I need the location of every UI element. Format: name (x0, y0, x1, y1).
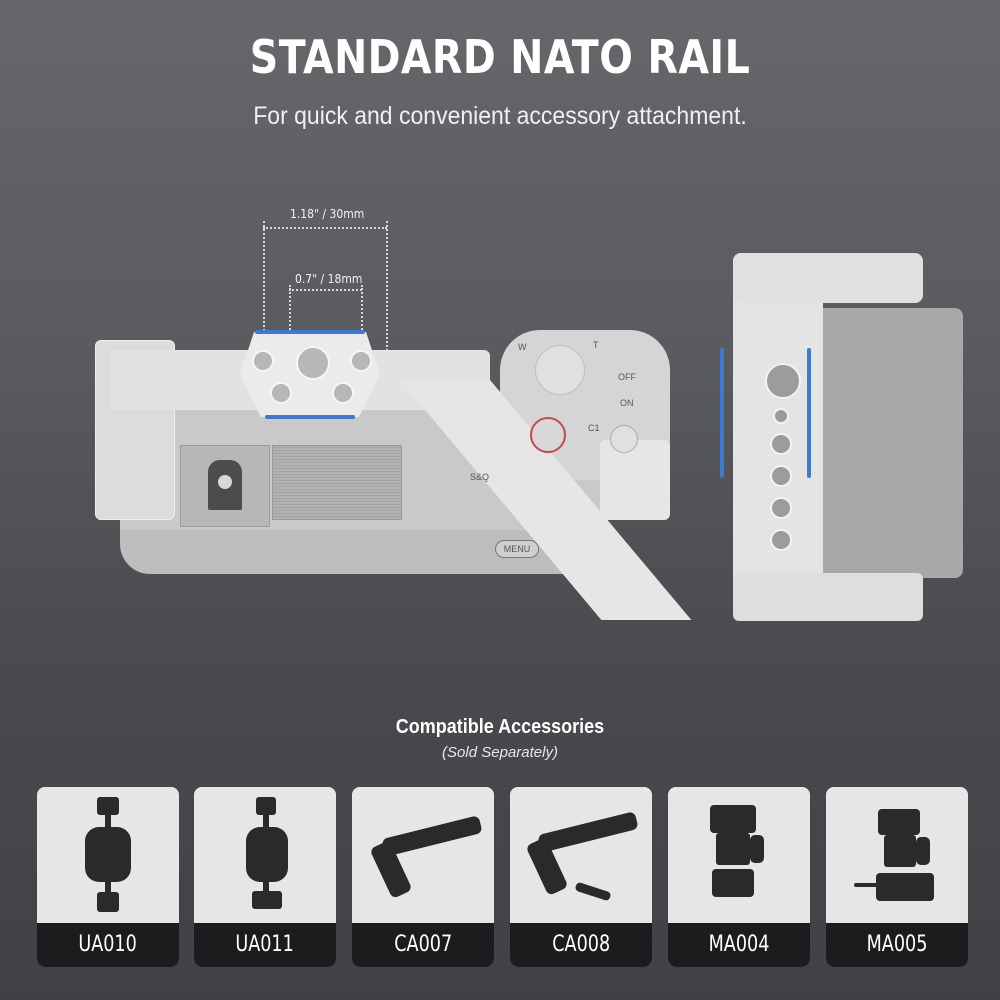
top-handle-icon (352, 787, 494, 923)
magic-arm-icon (37, 787, 179, 923)
dimension-inner-line (289, 289, 362, 291)
cage-hole (770, 529, 792, 551)
cage-hole (765, 363, 801, 399)
rail-hole (350, 350, 372, 372)
microphone-grille (272, 445, 402, 520)
nato-rail-blue-accent-right (807, 348, 811, 478)
accessory-card-ua010[interactable]: UA010 (37, 787, 179, 967)
monitor-mount-icon (668, 787, 810, 923)
accessory-label: MA005 (866, 932, 928, 957)
accessory-card-ua011[interactable]: UA011 (194, 787, 336, 967)
camera-cage-side-view (720, 253, 965, 623)
accessory-card-ma004[interactable]: MA004 (668, 787, 810, 967)
rail-hole (296, 346, 330, 380)
monitor-mount-icon (826, 787, 968, 923)
c1-button-icon (610, 425, 638, 453)
camera-cage-top-view: MENU W T OFF ON C1 S&Q (40, 320, 692, 620)
button-label-c1: C1 (588, 423, 600, 433)
power-label-off: OFF (618, 372, 636, 382)
nato-rail-blue-accent-left (720, 348, 724, 478)
cage-side-bottom (733, 573, 923, 621)
cage-hole (770, 497, 792, 519)
accessories-subtitle: (Sold Separately) (442, 744, 558, 761)
page-subtitle: For quick and convenient accessory attac… (253, 102, 747, 130)
power-label-on: ON (620, 398, 634, 408)
top-handle-icon (510, 787, 652, 923)
rail-hole (270, 382, 292, 404)
camera-side-body (813, 308, 963, 578)
cage-hole (770, 465, 792, 487)
cage-right-clamp (600, 440, 670, 520)
dimension-outer-label: 1.18" / 30mm (290, 207, 365, 221)
nato-rail-blue-accent-top (255, 330, 365, 334)
accessory-label: CA008 (552, 932, 610, 957)
dimension-outer-left-guide (263, 221, 265, 371)
zoom-dial (535, 345, 585, 395)
dial-label-w: W (518, 342, 527, 352)
cage-side-top (733, 253, 923, 303)
record-button-icon (530, 417, 566, 453)
page-title: STANDARD NATO RAIL (249, 30, 751, 84)
rail-hole (252, 350, 274, 372)
accessories-title: Compatible Accessories (395, 716, 605, 738)
accessory-label: UA011 (235, 932, 295, 957)
accessory-card-ma005[interactable]: MA005 (826, 787, 968, 967)
accessory-label: CA007 (394, 932, 452, 957)
dimension-outer-right-guide (386, 221, 388, 371)
dimension-inner-label: 0.7" / 18mm (295, 272, 363, 286)
nato-rail-blue-accent-bottom (265, 415, 355, 419)
accessory-label: MA004 (708, 932, 770, 957)
hot-shoe (180, 445, 270, 527)
rail-hole (332, 382, 354, 404)
cage-hole (770, 433, 792, 455)
menu-button-label: MENU (495, 540, 539, 558)
hot-shoe-contact (218, 475, 232, 489)
dimension-outer-line (263, 227, 387, 229)
accessory-card-ca008[interactable]: CA008 (510, 787, 652, 967)
magic-arm-icon (194, 787, 336, 923)
accessory-card-ca007[interactable]: CA007 (352, 787, 494, 967)
dial-label-t: T (593, 340, 599, 350)
cage-hole (773, 408, 789, 424)
mode-label-sq: S&Q (470, 472, 490, 482)
accessories-list: UA010 UA011 CA007 CA008 MA004 (37, 787, 968, 967)
accessory-label: UA010 (78, 932, 138, 957)
